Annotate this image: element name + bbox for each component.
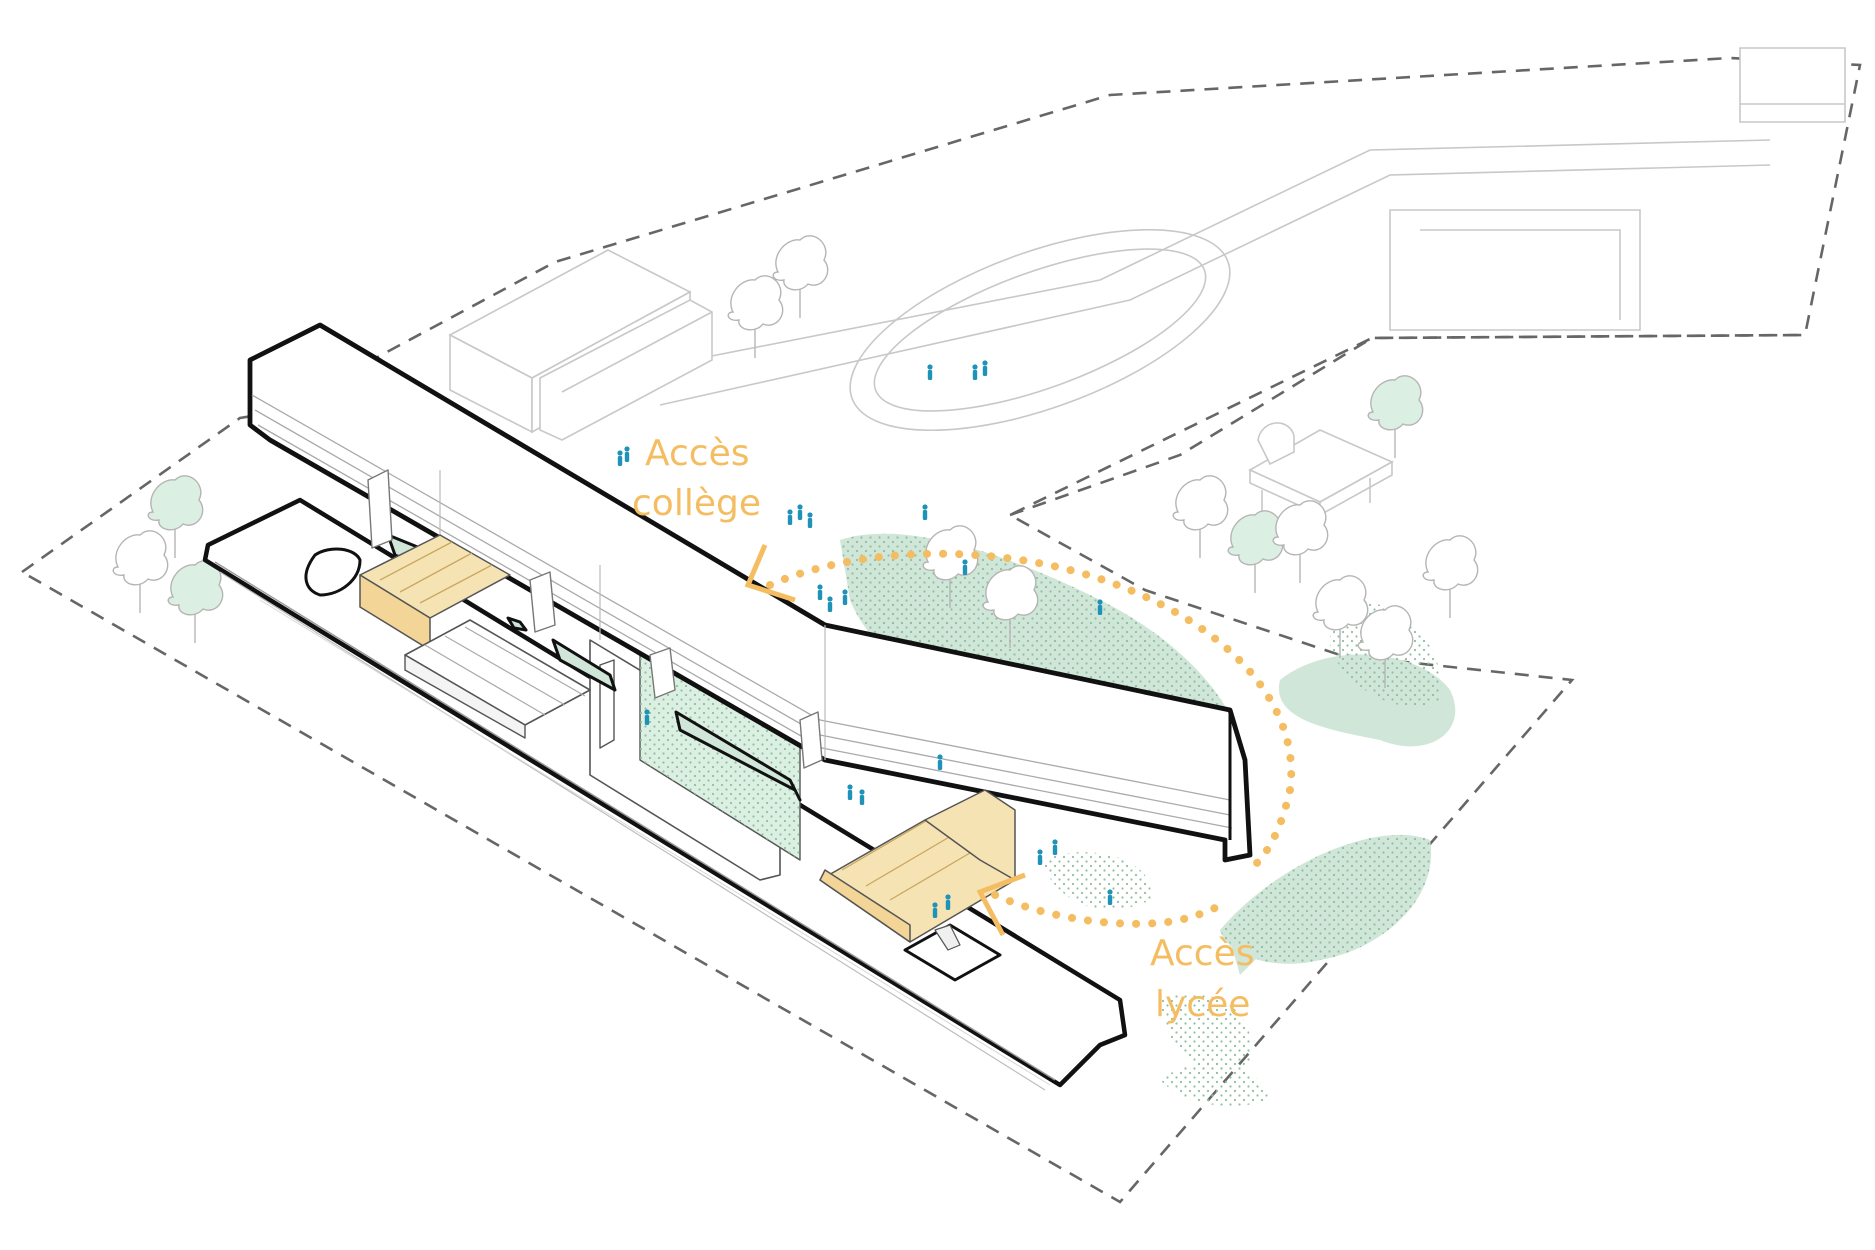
- person-icon: [624, 446, 630, 462]
- person-icon: [847, 784, 853, 800]
- person-icon: [817, 584, 823, 600]
- stair-towers: [367, 469, 823, 769]
- context-layer: [448, 47, 1846, 530]
- sculpture-object: [304, 547, 362, 597]
- tree-icon: [1367, 375, 1424, 459]
- person-icon: [1097, 599, 1103, 615]
- person-icon: [827, 596, 833, 612]
- tree-icon: [1272, 500, 1329, 584]
- upper-slab: [247, 322, 1253, 863]
- person-icon: [937, 754, 943, 770]
- person-icon: [787, 509, 793, 525]
- main-building: [202, 322, 1253, 1091]
- person-icon: [927, 364, 933, 380]
- person-icon: [807, 512, 813, 528]
- tree-icon: [727, 275, 784, 359]
- person-icon: [932, 902, 938, 918]
- person-icon: [922, 504, 928, 520]
- person-icon: [1037, 849, 1043, 865]
- person-icon: [617, 450, 623, 466]
- running-track: [849, 228, 1231, 432]
- access-lycee-label-line1: Accès: [1150, 933, 1254, 974]
- access-labels: Accès collège Accès lycée: [632, 433, 1254, 1025]
- person-icon: [644, 709, 650, 725]
- access-college-label-line2: collège: [632, 483, 761, 524]
- person-icon: [842, 589, 848, 605]
- tree-icon: [1422, 535, 1479, 619]
- tree-icon: [167, 560, 224, 644]
- tree-icon: [1227, 510, 1284, 594]
- person-icon: [962, 559, 968, 575]
- vaulted-block: [404, 619, 591, 739]
- yellow-volume-a: [359, 534, 511, 651]
- access-lycee-path: [991, 891, 1225, 928]
- access-college-label-line1: Accès: [645, 433, 749, 474]
- access-college-arrow: [744, 544, 796, 603]
- person-icon: [797, 504, 803, 520]
- person-icon: [945, 894, 951, 910]
- context-building-top: [1739, 47, 1846, 123]
- access-lycee-arrow: [976, 872, 1026, 937]
- person-icon: [1052, 839, 1058, 855]
- access-college-path: [766, 549, 1296, 869]
- person-icon: [972, 364, 978, 380]
- gymnasium: [448, 249, 713, 441]
- pavilion-roof: [903, 923, 1002, 982]
- access-paths: [744, 544, 1296, 937]
- villa-building: [1248, 422, 1394, 530]
- tree-icon: [112, 530, 169, 614]
- tree-icon: [1172, 475, 1229, 559]
- yellow-volume-b: [819, 789, 1016, 943]
- person-icon: [982, 360, 988, 376]
- access-lycee-label-line2: lycée: [1155, 984, 1250, 1025]
- person-icon: [859, 789, 865, 805]
- person-icon: [1107, 889, 1113, 905]
